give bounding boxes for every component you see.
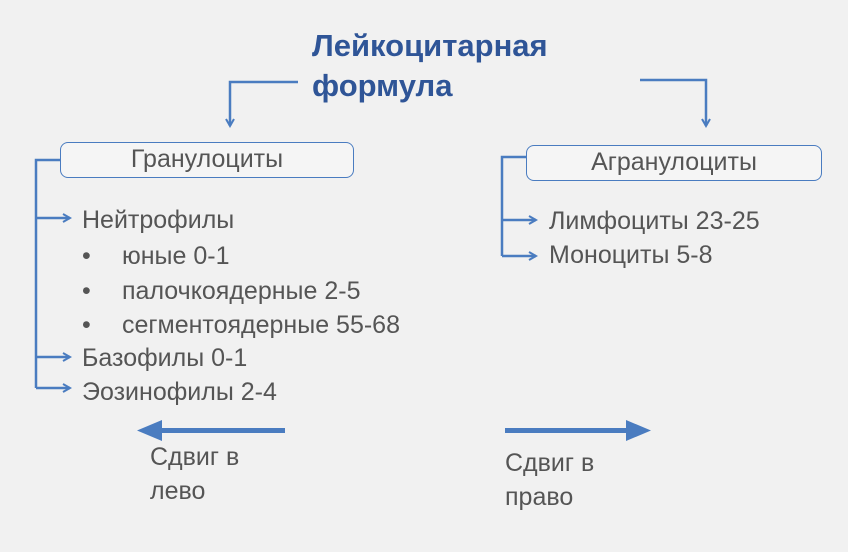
- shift-left-label: Сдвиг в лево: [150, 440, 239, 508]
- shift-right-line-1: Сдвиг в: [505, 449, 595, 477]
- band-neutrophils-item: • палочкоядерные 2-5: [82, 276, 361, 306]
- shift-left-arrow-head: [137, 420, 162, 441]
- basophils-item: Базофилы 0-1: [82, 344, 248, 372]
- segmented-neutrophils-text: сегментоядерные 55-68: [122, 311, 400, 339]
- shift-right-line-2: право: [505, 483, 574, 511]
- shift-left-arrow-shaft: [160, 428, 285, 433]
- lymphocytes-item: Лимфоциты 23-25: [549, 207, 760, 235]
- segmented-neutrophils-item: • сегментоядерные 55-68: [82, 310, 400, 340]
- eosinophils-item: Эозинофилы 2-4: [82, 378, 277, 406]
- bullet-glyph: •: [82, 242, 91, 270]
- agranulocytes-box: Агранулоциты: [526, 145, 822, 181]
- band-neutrophils-text: палочкоядерные 2-5: [122, 277, 361, 305]
- young-neutrophils-text: юные 0-1: [122, 242, 230, 270]
- title-to-agranulocytes-arrow: [640, 78, 706, 126]
- granulocytes-box: Гранулоциты: [60, 142, 354, 178]
- bullet-glyph: •: [82, 311, 91, 339]
- young-neutrophils-item: • юные 0-1: [82, 241, 230, 271]
- title-to-granulocytes-arrow: [230, 80, 298, 126]
- bullet-glyph: •: [82, 277, 91, 305]
- shift-right-arrow-shaft: [505, 428, 628, 433]
- title-line-1: Лейкоцитарная: [312, 28, 548, 63]
- shift-right-label: Сдвиг в право: [505, 446, 594, 514]
- monocytes-item: Моноциты 5-8: [549, 241, 713, 269]
- agranulocytes-bracket: [500, 155, 526, 256]
- shift-left-line-1: Сдвиг в: [150, 443, 240, 471]
- shift-right-arrow-head: [626, 420, 651, 441]
- neutrophils-item: Нейтрофилы: [82, 206, 235, 234]
- diagram-title: Лейкоцитарная формула: [312, 26, 632, 106]
- shift-left-line-2: лево: [150, 477, 206, 505]
- granulocytes-bracket: [34, 158, 60, 388]
- title-line-2: формула: [312, 68, 453, 103]
